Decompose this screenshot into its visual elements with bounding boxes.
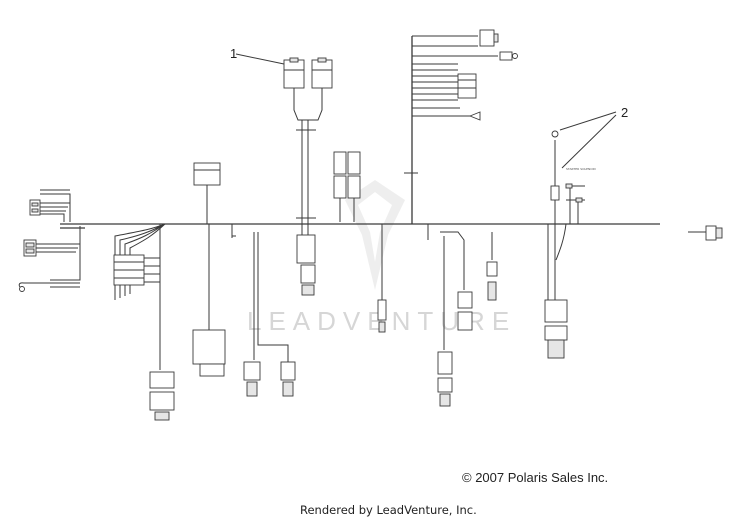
upper-right-connector-group (404, 29, 518, 224)
callout-number-1: 1 (230, 46, 237, 61)
callout-1-connector-group (235, 53, 333, 296)
rendered-by-text: Rendered by LeadVenture, Inc. (300, 503, 477, 517)
connector-208 (192, 162, 226, 377)
right-middle-branches (427, 224, 498, 407)
copyright-text: © 2007 Polaris Sales Inc. (462, 470, 609, 485)
callout-number-2: 2 (621, 105, 628, 120)
left-branch-bundle (113, 223, 175, 421)
lower-branches-250 (231, 224, 296, 397)
left-connector-group (18, 189, 81, 292)
leadventure-logo-icon (345, 180, 405, 290)
center-lower-connector (377, 224, 387, 333)
far-right-connector (688, 225, 723, 241)
starter-solenoid-label: STARTER SOLENOID (566, 167, 597, 171)
starter-solenoid-group: STARTER SOLENOID (544, 111, 617, 359)
relay-pair (333, 151, 361, 222)
